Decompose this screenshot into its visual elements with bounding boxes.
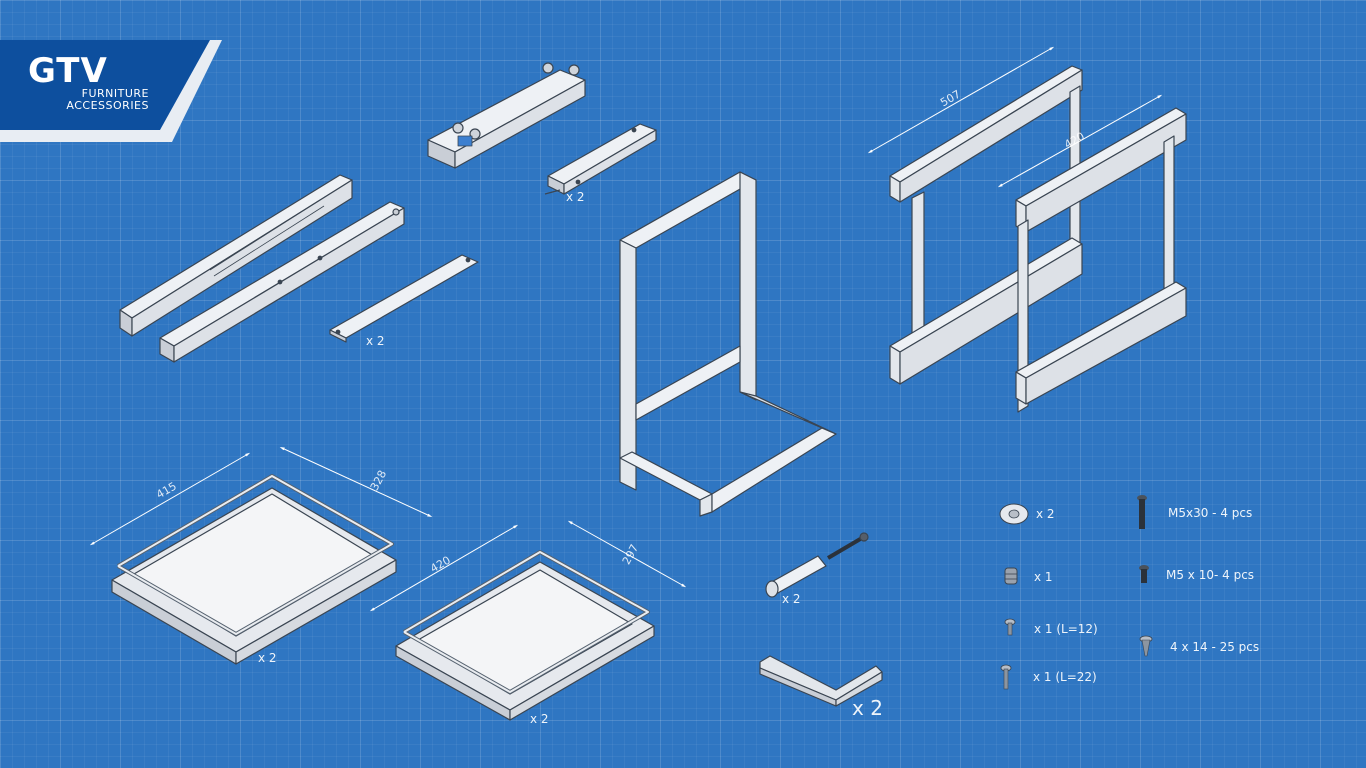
qty-bracket-small: x 2 — [566, 190, 585, 204]
wheel-icon — [999, 503, 1029, 525]
hardware-nut-label: x 1 — [1034, 570, 1053, 584]
bolt-long-icon — [1137, 495, 1147, 529]
qty-basket-small: x 2 — [530, 712, 549, 726]
flat-connecting-bar — [329, 254, 479, 343]
nut-icon — [1004, 567, 1018, 585]
brand-wordmark: GTV FURNITURE ACCESSORIES — [28, 54, 149, 112]
dimension-lines-basket-large — [89, 446, 433, 546]
brand-logo — [0, 40, 222, 142]
mounting-plate-rail — [159, 201, 405, 363]
mounting-bracket-small — [544, 123, 657, 195]
qty-flat-bar: x 2 — [366, 334, 385, 348]
qty-basket-large: x 2 — [258, 651, 277, 665]
wood-screw-icon — [1139, 635, 1153, 657]
bolt-short-icon — [1139, 565, 1149, 583]
hardware-screw-short-label: x 1 (L=12) — [1034, 622, 1098, 636]
brand-tagline-1: FURNITURE — [81, 87, 149, 100]
hardware-wheel-label: x 2 — [1036, 507, 1055, 521]
pivot-pin-bolt — [765, 532, 869, 598]
hardware-bolt-short-label: M5 x 10- 4 pcs — [1166, 568, 1255, 582]
qty-corner-bracket: x 2 — [852, 696, 883, 720]
soft-close-damper — [427, 62, 586, 169]
brand-name: GTV — [28, 51, 108, 91]
corner-bracket — [759, 655, 883, 707]
brand-tagline-2: ACCESSORIES — [66, 99, 149, 112]
wire-basket-large — [111, 474, 397, 665]
wire-basket-small — [395, 550, 655, 721]
hardware-screw-long-label: x 1 (L=22) — [1033, 670, 1097, 684]
screw-long-icon — [1000, 664, 1012, 690]
screw-short-icon — [1004, 618, 1016, 636]
qty-pin-bolt: x 2 — [782, 592, 801, 606]
dimension-lines-basket-small — [369, 520, 687, 612]
hardware-bolt-long-label: M5x30 - 4 pcs — [1168, 506, 1253, 520]
telescopic-slide-rail — [119, 174, 353, 337]
dimension-lines-frames — [867, 46, 1163, 188]
hardware-wood-screw-label: 4 x 14 - 25 pcs — [1170, 640, 1260, 654]
side-frame-rear — [889, 65, 1083, 385]
vertical-support-frame — [619, 171, 837, 517]
